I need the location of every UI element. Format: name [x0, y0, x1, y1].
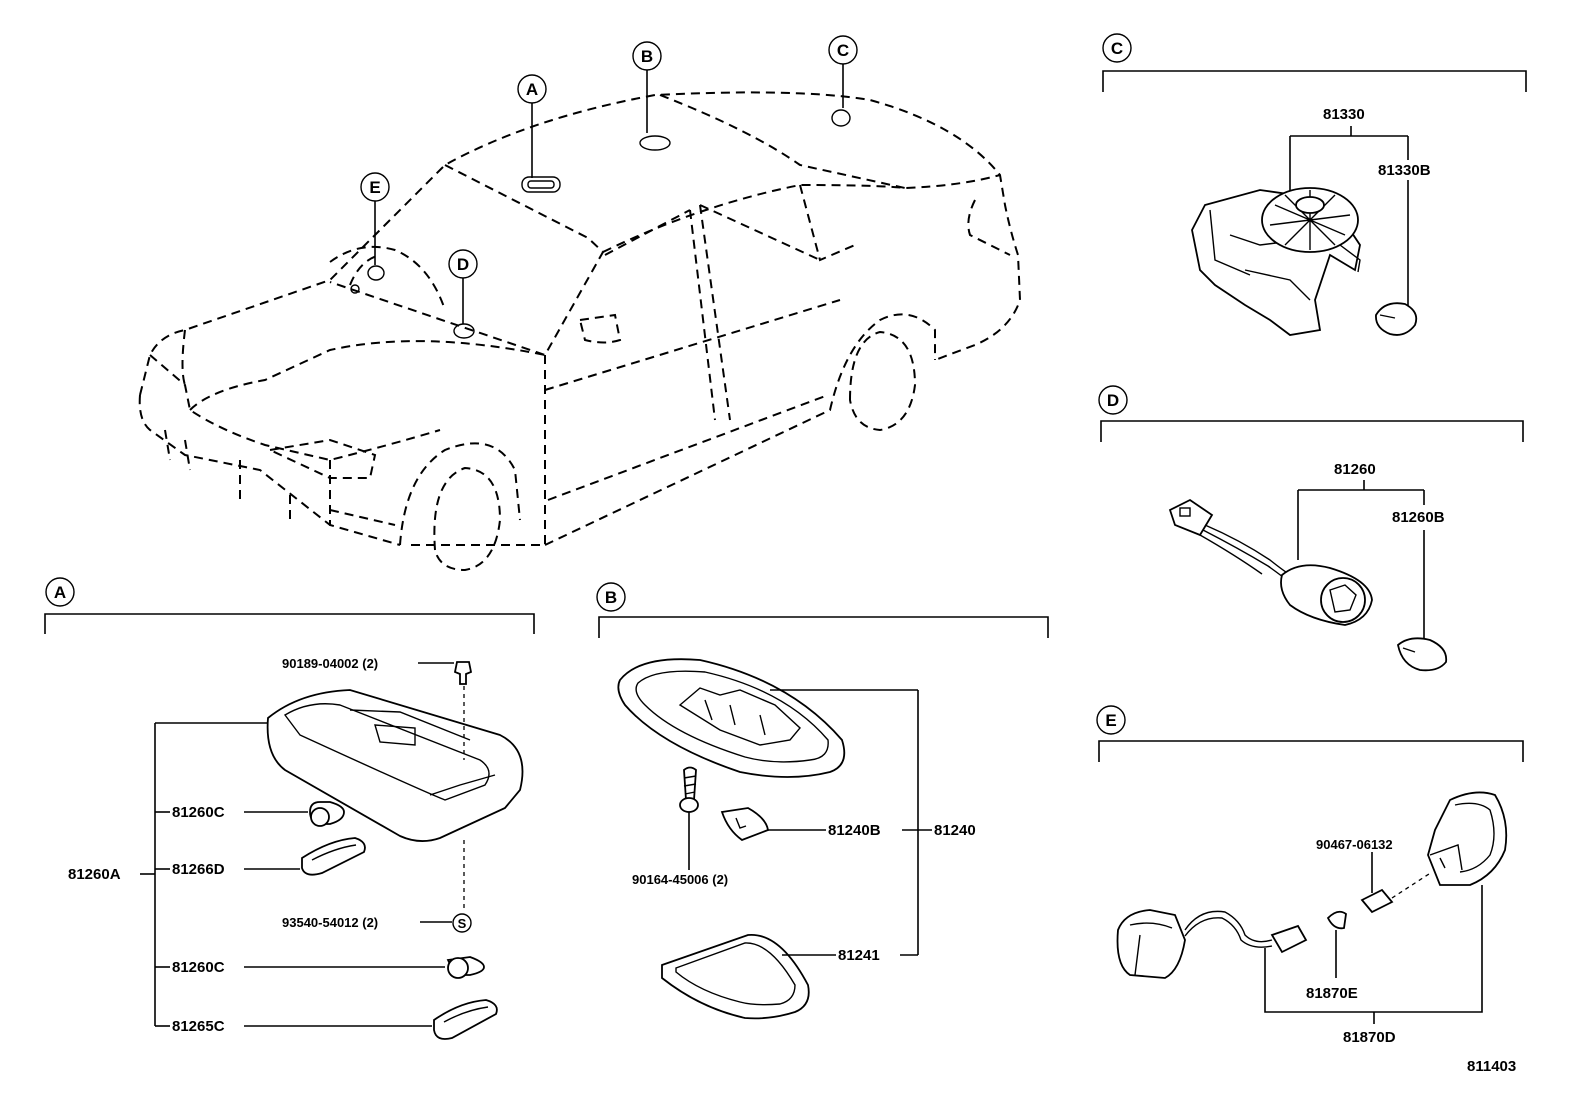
part-81260c-top: 81260C [172, 804, 225, 821]
section-b-label: B [605, 588, 617, 607]
callout-e-car: E [369, 178, 380, 197]
part-81260c-bottom: 81260C [172, 959, 225, 976]
section-a-label: A [54, 583, 66, 602]
callout-a-car: A [526, 80, 538, 99]
section-e-label: E [1105, 711, 1116, 730]
section-c: C 81330 81330B [1102, 33, 1527, 336]
section-a: A 90189-04002 (2) S 93540-54012 (2) 8126… [44, 577, 535, 1040]
part-81241: 81241 [838, 947, 880, 964]
part-81260: 81260 [1334, 461, 1376, 478]
callout-c-car: C [837, 41, 849, 60]
callout-s: S [458, 916, 467, 931]
callout-b-car: B [641, 47, 653, 66]
part-81330b: 81330B [1378, 162, 1431, 179]
part-81266d: 81266D [172, 861, 225, 878]
part-90189-04002: 90189-04002 (2) [282, 656, 378, 671]
part-81240b: 81240B [828, 822, 881, 839]
figure-number: 811403 [1467, 1058, 1516, 1075]
part-81260a: 81260A [68, 866, 121, 883]
part-81265c: 81265C [172, 1018, 225, 1035]
part-90164-45006: 90164-45006 (2) [632, 872, 728, 887]
part-81260b: 81260B [1392, 509, 1445, 526]
part-90467-06132: 90467-06132 [1316, 837, 1393, 852]
section-e: E 90467-06132 81870E 81870D [1096, 705, 1524, 1046]
section-c-label: C [1111, 39, 1123, 58]
part-81240: 81240 [934, 822, 976, 839]
car-callouts: A B C E D [360, 35, 858, 324]
part-81870e: 81870E [1306, 985, 1358, 1002]
callout-d-car: D [457, 255, 469, 274]
section-d: D 81260 81260B [1098, 385, 1524, 672]
part-81870d: 81870D [1343, 1029, 1396, 1046]
part-93540-54012: 93540-54012 (2) [282, 915, 378, 930]
part-81330: 81330 [1323, 106, 1365, 123]
car-outline [138, 91, 1022, 572]
section-d-label: D [1107, 391, 1119, 410]
section-b: B 90164-45006 (2) 81240B 81240 81241 [596, 582, 1049, 1020]
